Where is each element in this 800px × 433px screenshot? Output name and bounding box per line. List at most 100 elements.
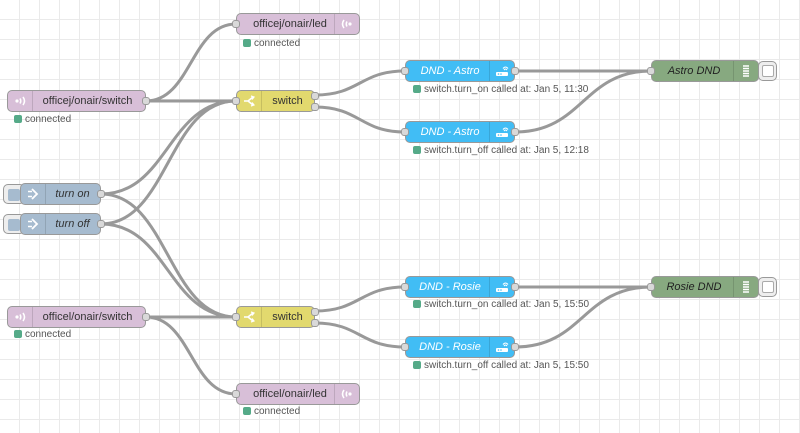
status-text: switch.turn_off called at: Jan 5, 12:18 [424,145,589,156]
status-badge: switch.turn_off called at: Jan 5, 12:18 [413,146,589,156]
wire[interactable] [313,321,407,349]
wire[interactable] [513,285,653,349]
output-port[interactable] [97,190,105,198]
input-port[interactable] [401,67,409,75]
router-icon [489,277,514,297]
output-port[interactable] [142,313,150,321]
node-label: officej/onair/switch [42,95,133,107]
wire[interactable] [99,99,238,226]
wire[interactable] [99,192,238,319]
wire[interactable] [144,315,238,396]
radio-waves-icon [8,307,33,327]
router-icon [489,337,514,357]
node-label: officej/onair/led [253,18,327,30]
status-badge: switch.turn_off called at: Jan 5, 15:50 [413,361,589,371]
node-label: DND - Astro [420,126,480,138]
status-text: switch.turn_on called at: Jan 5, 11:30 [424,84,589,95]
status-dot [243,39,251,47]
debug-toggle-button[interactable] [758,277,777,297]
status-dot [14,330,22,338]
debug-node-rosie[interactable]: Rosie DND [647,276,759,298]
status-dot [14,115,22,123]
list-lines-icon [733,61,758,81]
inject-node-turn-on[interactable]: turn on [20,183,105,205]
input-port[interactable] [401,283,409,291]
output-port[interactable] [511,128,519,136]
node-label: turn off [55,218,90,230]
node-label: DND - Astro [420,65,480,77]
status-text: connected [254,38,301,49]
input-port[interactable] [401,343,409,351]
node-label: officel/onair/switch [42,311,133,323]
wire[interactable] [313,105,407,134]
list-lines-icon [733,277,758,297]
mqtt-in-node-officej-switch[interactable]: officej/onair/switch [7,90,150,112]
mqtt-out-node-officej-led[interactable]: officej/onair/led [232,13,360,35]
input-port[interactable] [647,67,655,75]
status-text: connected [254,406,301,417]
arrow-in-icon [21,184,46,204]
inject-node-turn-off[interactable]: turn off [20,213,105,235]
status-dot [413,85,421,93]
input-port[interactable] [232,390,240,398]
input-port[interactable] [401,128,409,136]
status-badge: connected [14,115,71,125]
node-label: switch [272,311,303,323]
status-text: switch.turn_on called at: Jan 5, 15:50 [424,299,590,310]
ha-service-node-rosie-on[interactable]: DND - Rosie [401,276,519,298]
status-text: connected [25,114,72,125]
input-port[interactable] [232,97,240,105]
node-label: Rosie DND [666,281,722,293]
switch-node[interactable]: switch [232,306,319,328]
status-text: switch.turn_off called at: Jan 5, 15:50 [424,360,589,371]
output-port[interactable] [511,67,519,75]
status-badge: switch.turn_on called at: Jan 5, 11:30 [413,85,588,95]
status-dot [413,146,421,154]
input-port[interactable] [647,283,655,291]
wire[interactable] [313,69,407,97]
debug-node-astro[interactable]: Astro DND [647,60,759,82]
status-dot [243,407,251,415]
status-badge: connected [14,330,71,340]
status-text: connected [25,329,72,340]
output-port[interactable] [142,97,150,105]
node-label: Astro DND [667,65,721,77]
switch-fork-icon [237,91,262,111]
status-dot [413,300,421,308]
status-dot [413,361,421,369]
mqtt-in-node-officel-switch[interactable]: officel/onair/switch [7,306,150,328]
radio-waves-icon [334,14,359,34]
ha-service-node-astro-on[interactable]: DND - Astro [401,60,519,82]
inject-button[interactable] [3,214,25,234]
output-port-2[interactable] [311,103,319,111]
input-port[interactable] [232,313,240,321]
status-badge: switch.turn_on called at: Jan 5, 15:50 [413,300,589,310]
inject-button[interactable] [3,184,25,204]
status-badge: connected [243,39,300,49]
switch-fork-icon [237,307,262,327]
ha-service-node-rosie-off[interactable]: DND - Rosie [401,336,519,358]
radio-waves-icon [334,384,359,404]
wire[interactable] [99,99,238,196]
output-port-1[interactable] [311,92,319,100]
status-badge: connected [243,407,300,417]
ha-service-node-astro-off[interactable]: DND - Astro [401,121,519,143]
output-port[interactable] [511,343,519,351]
wire[interactable] [513,69,653,134]
node-label: DND - Rosie [419,281,481,293]
debug-toggle-button[interactable] [758,61,777,81]
wire[interactable] [313,285,407,313]
output-port[interactable] [511,283,519,291]
node-label: DND - Rosie [419,341,481,353]
node-label: officel/onair/led [253,388,327,400]
router-icon [489,61,514,81]
input-port[interactable] [232,20,240,28]
output-port-2[interactable] [311,319,319,327]
wire[interactable] [99,222,238,319]
mqtt-out-node-officel-led[interactable]: officel/onair/led [232,383,360,405]
switch-node[interactable]: switch [232,90,319,112]
wire[interactable] [144,22,238,103]
output-port-1[interactable] [311,308,319,316]
output-port[interactable] [97,220,105,228]
